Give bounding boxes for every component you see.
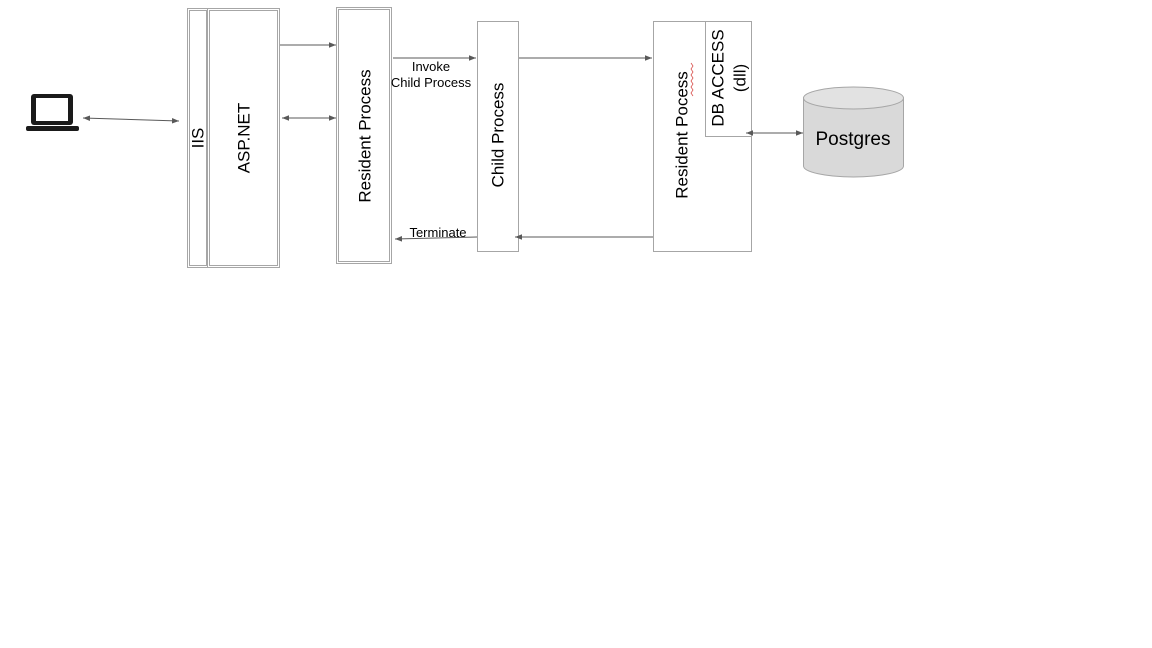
child-process-box: Child Process — [477, 21, 519, 252]
db-access-label-line2: (dll) — [731, 64, 750, 92]
db-access-box: DB ACCESS (dll) — [705, 21, 752, 137]
spellcheck-underline — [690, 62, 694, 97]
arrow-client-iis — [82, 115, 180, 124]
iis-box: IIS — [187, 8, 209, 268]
database-cylinder-icon: Postgres — [803, 86, 904, 178]
resident-process-box: Resident Process — [336, 7, 392, 264]
iis-label: IIS — [189, 128, 208, 149]
resident-pocess-label: Resident Pocess — [673, 71, 692, 199]
aspnet-label: ASP.NET — [235, 103, 254, 174]
terminate-label: Terminate — [409, 225, 466, 240]
db-access-label-line1: DB ACCESS — [709, 29, 728, 126]
invoke-label-line2: Child Process — [391, 75, 472, 90]
arrow-terminate — [394, 236, 478, 242]
resident-process-label: Resident Process — [356, 69, 375, 202]
laptop-icon — [26, 94, 79, 131]
aspnet-box: ASP.NET — [207, 8, 280, 268]
child-process-label: Child Process — [489, 83, 508, 188]
postgres-label: Postgres — [816, 129, 891, 150]
invoke-label-line1: Invoke — [412, 59, 450, 74]
